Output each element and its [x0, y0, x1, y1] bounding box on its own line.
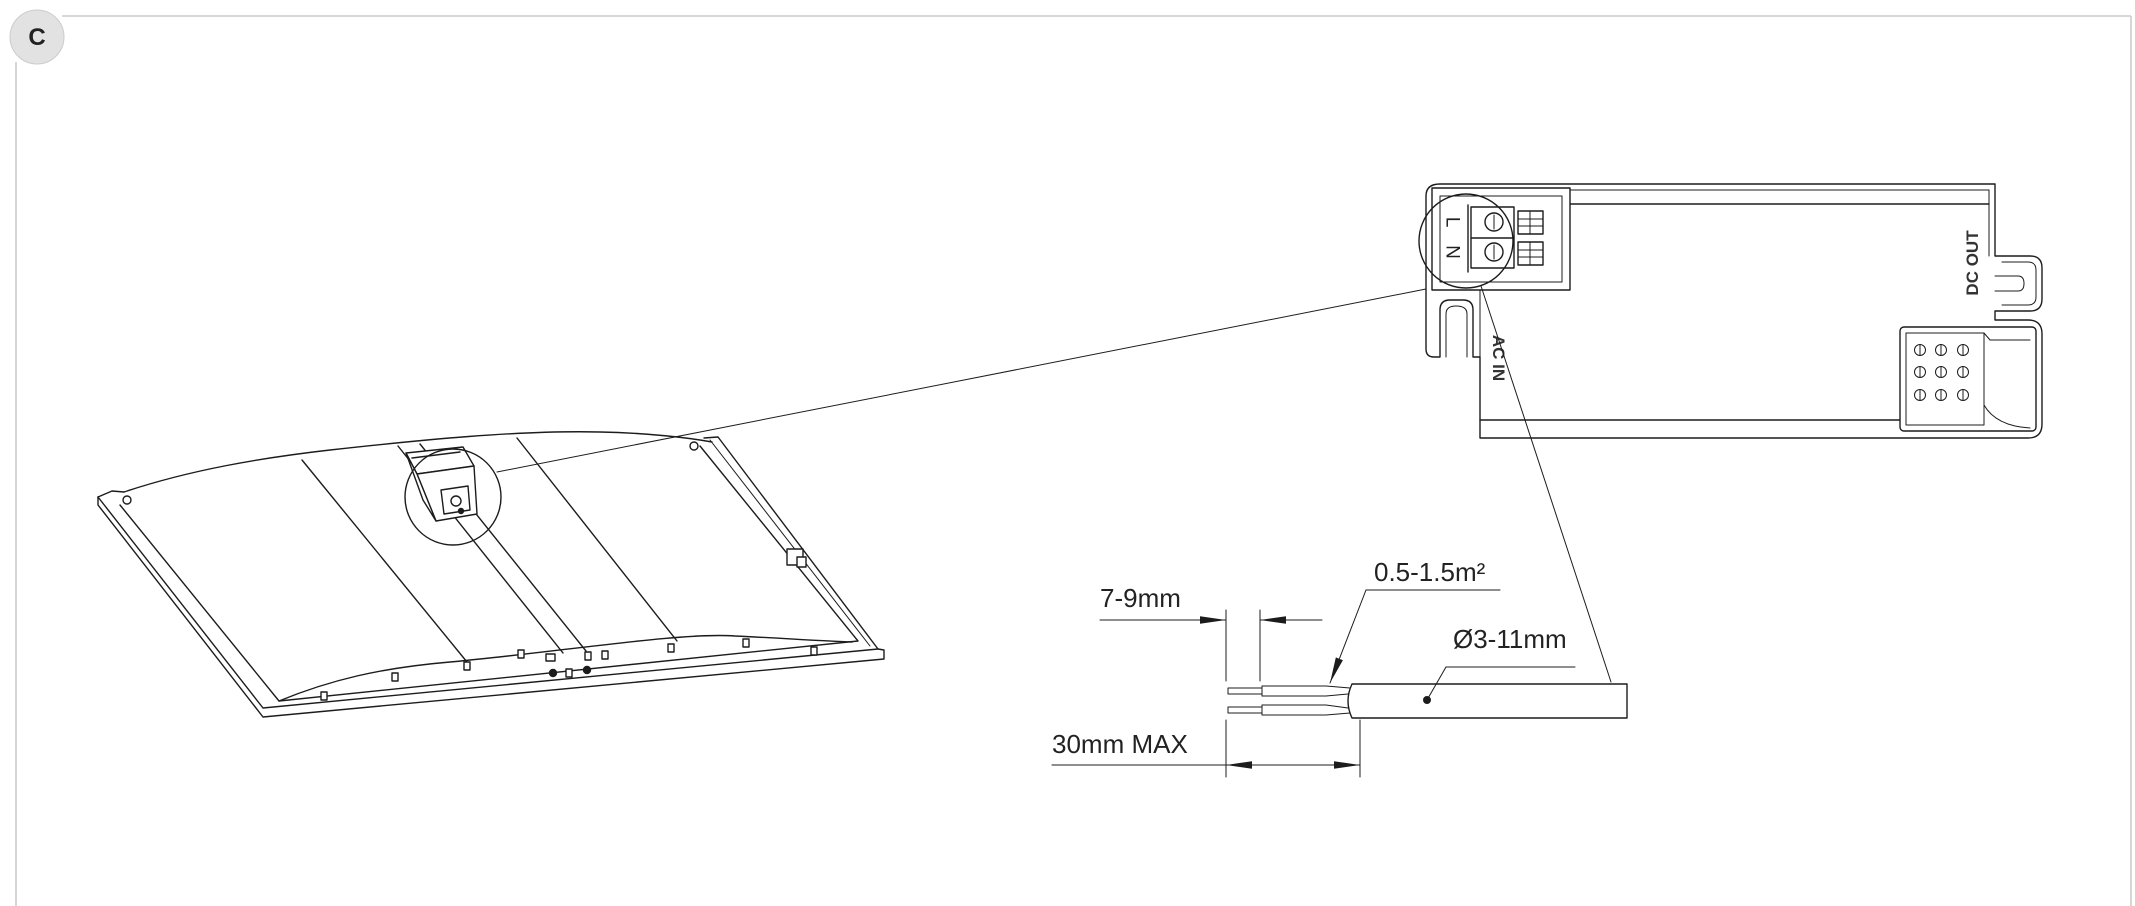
figure-frame — [15, 15, 2132, 906]
dc-output-connector — [1899, 326, 2037, 432]
terminal-to-cable-callout — [1480, 285, 1612, 683]
panel-frame-rim — [97, 496, 885, 718]
panel-frame-inner-right — [709, 439, 871, 647]
driver-left-slot — [1445, 305, 1468, 358]
panel-dome-top — [123, 431, 713, 493]
driver-outline — [1425, 183, 2043, 439]
terminal-live-label: L — [1441, 217, 1462, 228]
diameter-leader — [1426, 666, 1447, 701]
led-driver — [1425, 183, 2043, 439]
panel-frame-outer — [97, 436, 879, 709]
wire-bottom — [1227, 704, 1351, 716]
panel-driver — [405, 446, 478, 522]
dc-out-label: DC OUT — [1963, 230, 1982, 296]
panel-dome-bottom — [278, 634, 853, 702]
ac-input-terminal-block — [1431, 187, 1571, 291]
ac-in-label: AC IN — [1489, 335, 1508, 381]
panel-clips — [320, 548, 818, 701]
cross-section-leader — [1329, 589, 1367, 684]
driver-right-tab-slot — [1994, 261, 2037, 306]
neutral-screw — [1484, 242, 1504, 262]
panel-driver-highlight — [404, 448, 502, 546]
cable-dimensions — [1051, 589, 1576, 778]
panel-strut-right — [516, 437, 678, 642]
max-length-label: 30mm MAX — [1052, 729, 1188, 759]
strip-length-label: 7-9mm — [1100, 583, 1181, 613]
panel-corner-hole-left — [122, 495, 132, 505]
cross-section-label: 0.5-1.5m² — [1374, 557, 1486, 587]
terminal-neutral-label: N — [1441, 245, 1462, 259]
cable-diameter-label: Ø3-11mm — [1453, 624, 1567, 654]
luminaire-panel — [97, 431, 885, 718]
panel-screw-left — [548, 668, 558, 678]
terminal-zoom-circle — [1418, 193, 1514, 289]
wire-top — [1227, 685, 1351, 697]
diameter-leader-dot — [1423, 696, 1431, 704]
step-badge-label: C — [28, 24, 45, 51]
dc-output-pins — [1914, 344, 1969, 401]
step-badge-circle — [9, 9, 65, 65]
live-screw — [1484, 212, 1504, 232]
panel-frame-corner — [97, 490, 125, 498]
panel-to-driver-callout — [496, 288, 1427, 473]
panel-strut-left — [301, 459, 468, 663]
step-badge: C — [9, 9, 65, 65]
panel-frame-inner — [119, 445, 859, 702]
cable-jacket — [1347, 683, 1628, 719]
cable-preparation — [1227, 683, 1628, 719]
panel-corner-hole-right — [689, 441, 699, 451]
panel-screw-right — [582, 665, 592, 675]
